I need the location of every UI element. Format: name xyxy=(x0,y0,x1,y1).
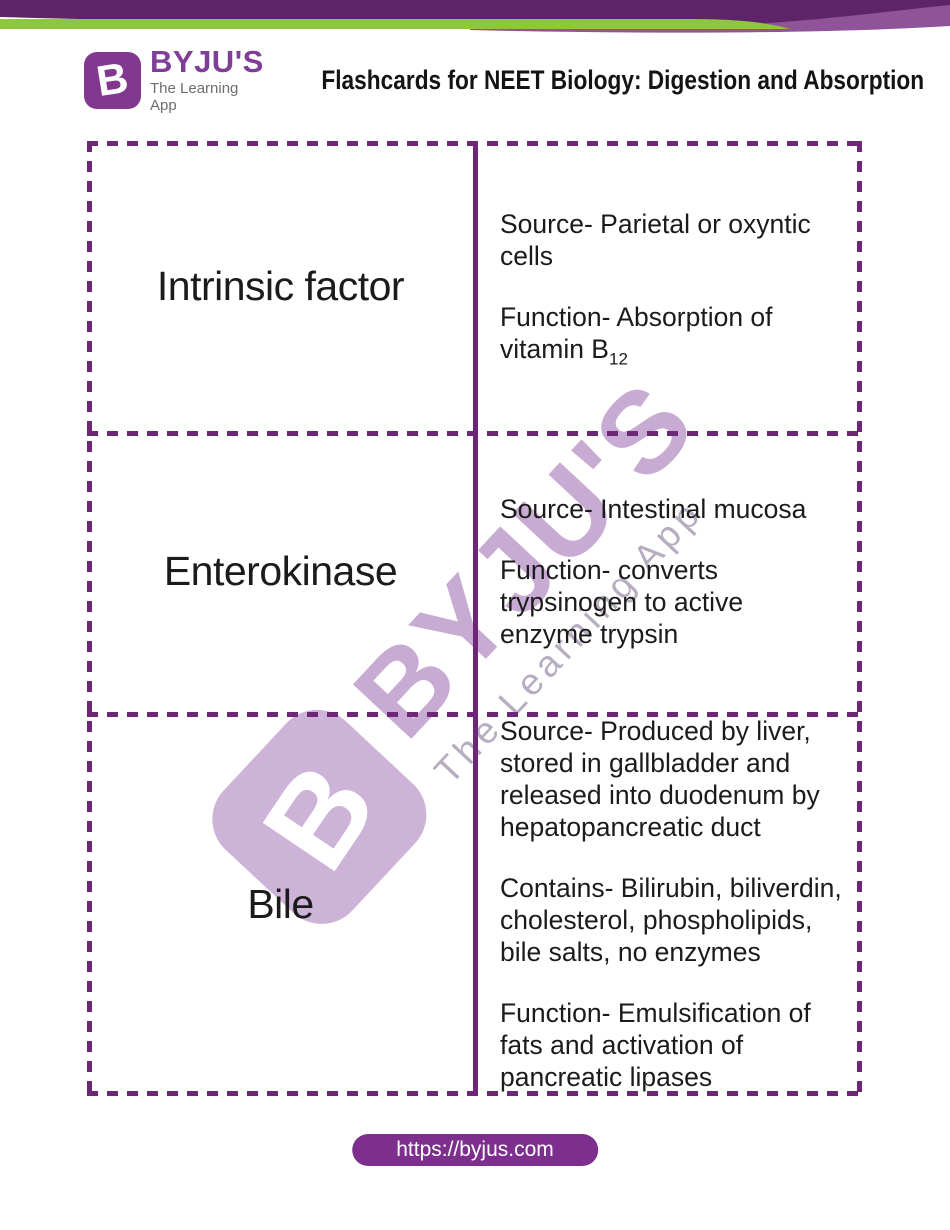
page-title: Flashcards for NEET Biology: Digestion a… xyxy=(321,64,924,95)
byjus-logo: B BYJU'S The Learning App xyxy=(84,43,264,115)
definition-paragraph: Function- Absorption of vitamin B12 xyxy=(500,301,773,368)
definition-paragraph: Function- converts trypsinogen to active… xyxy=(500,555,744,649)
vitamin-b12-subscript: 12 xyxy=(608,348,628,368)
definition-paragraph: Source- Parietal or oxyntic cells xyxy=(500,208,811,271)
definition-paragraph: Function- Emulsification of fats and act… xyxy=(500,998,811,1092)
table-border-left xyxy=(87,141,92,1096)
flashcard-row-bile: Bile Source- Produced by liver, stored i… xyxy=(87,712,862,1096)
byjus-brand-name: BYJU'S xyxy=(150,43,264,79)
header-swoosh-decoration xyxy=(0,0,950,33)
byjus-badge-icon: B xyxy=(84,51,141,109)
byjus-logo-text: BYJU'S The Learning App xyxy=(150,43,264,115)
term-label: Bile xyxy=(247,880,314,927)
definition-paragraph: Source- Produced by liver, stored in gal… xyxy=(500,716,820,842)
term-cell: Enterokinase xyxy=(87,431,474,712)
term-cell: Bile xyxy=(87,712,474,1096)
definition-cell: Source- Produced by liver, stored in gal… xyxy=(474,712,862,1096)
definition-cell: Source- Parietal or oxyntic cells Functi… xyxy=(474,141,862,431)
flashcard-table: Intrinsic factor Source- Parietal or oxy… xyxy=(87,141,862,1096)
header-green-band xyxy=(0,19,790,29)
byjus-tagline: The Learning App xyxy=(150,80,239,115)
term-label: Intrinsic factor xyxy=(156,262,405,309)
table-column-divider xyxy=(473,141,478,1096)
byjus-badge-letter: B xyxy=(93,53,132,106)
definition-cell: Source- Intestinal mucosa Function- conv… xyxy=(474,431,862,712)
term-label: Enterokinase xyxy=(163,548,398,594)
definition-paragraph: Contains- Bilirubin, biliverdin, cholest… xyxy=(500,873,842,967)
flashcard-row-enterokinase: Enterokinase Source- Intestinal mucosa F… xyxy=(87,431,862,712)
flashcard-row-intrinsic-factor: Intrinsic factor Source- Parietal or oxy… xyxy=(87,141,862,431)
definition-paragraph: Source- Intestinal mucosa xyxy=(500,494,807,524)
footer-url-text: https://byjus.com xyxy=(396,1138,554,1161)
term-cell: Intrinsic factor xyxy=(87,141,474,431)
footer-url-pill[interactable]: https://byjus.com xyxy=(352,1134,598,1166)
table-border-right xyxy=(857,141,862,1096)
header-bar: B BYJU'S The Learning App Flashcards for… xyxy=(84,43,928,115)
header-light-purple-band xyxy=(470,3,950,33)
